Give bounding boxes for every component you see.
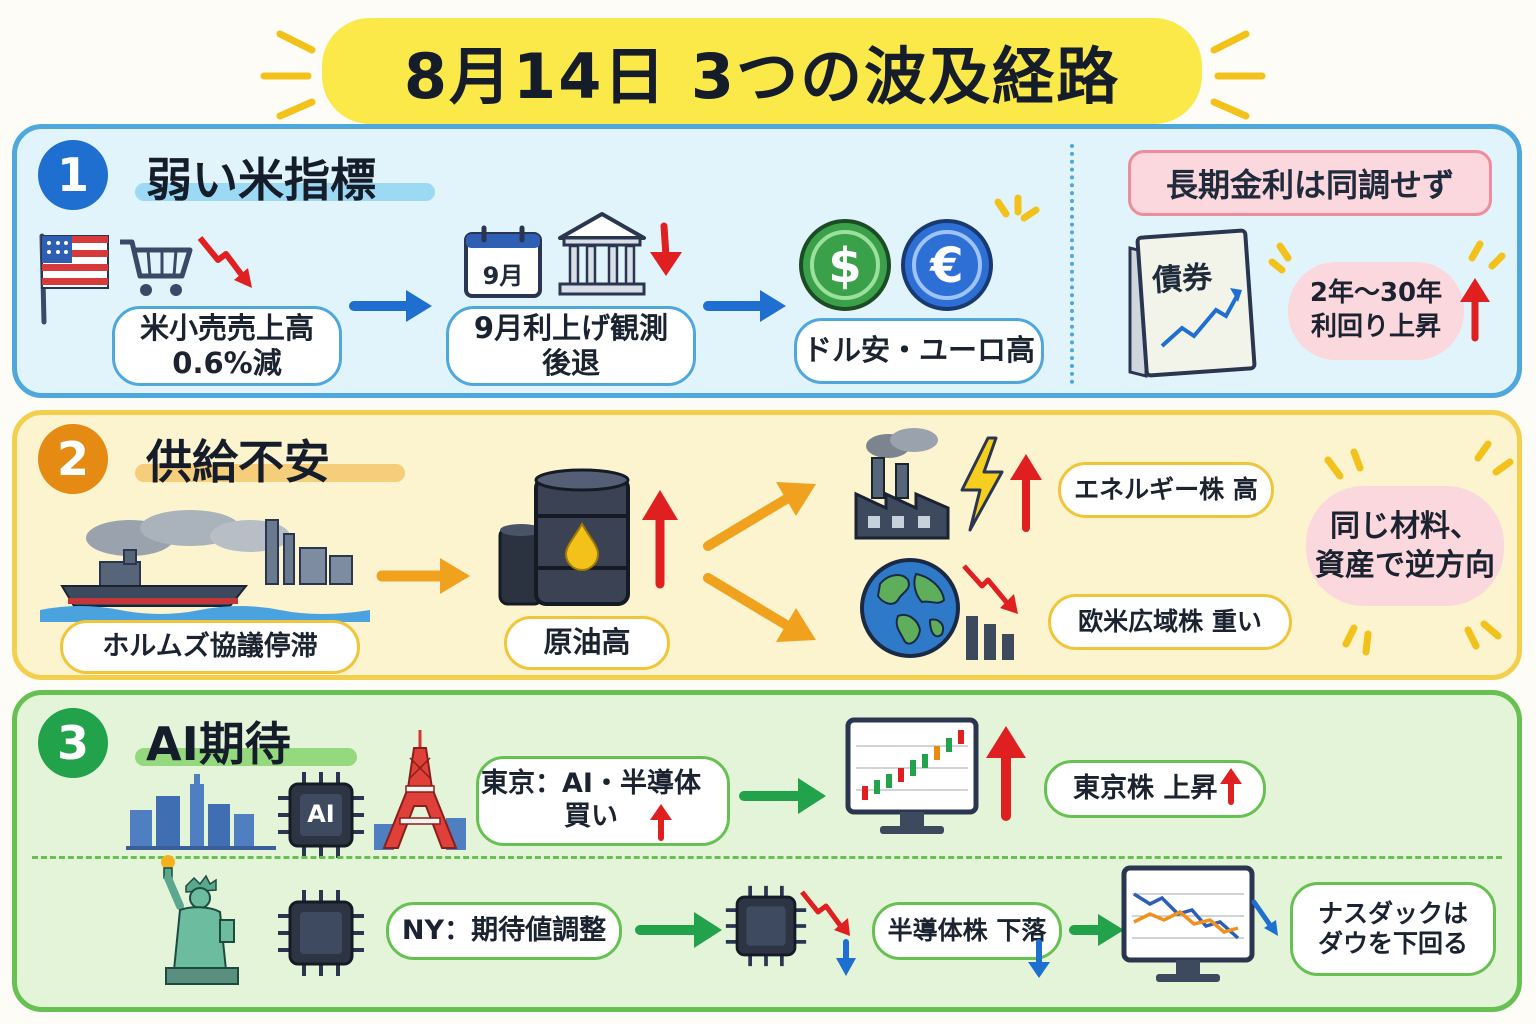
title-banner: 8月14日 3つの波及経路: [322, 18, 1202, 124]
route-1-heading: 弱い米指標: [146, 153, 376, 207]
shopping-cart-icon: [120, 239, 193, 296]
side-note-title: 長期金利は同調せず: [1128, 150, 1492, 216]
step-label: 9月利上げ観測 後退: [446, 306, 696, 386]
chip-text: AI: [307, 800, 335, 828]
heading-highlight: [135, 183, 435, 201]
heading-highlight: [135, 464, 405, 482]
flow-arrow: [376, 558, 470, 594]
branch-label: エネルギー株 高: [1058, 462, 1274, 518]
calendar-icon: [464, 225, 542, 298]
flow-arrow: [1069, 914, 1124, 946]
chip-icon: [278, 890, 364, 976]
factory-icon: [854, 428, 950, 540]
down-arrow-icon: [1028, 939, 1050, 978]
step-label: ホルムズ協議停滞: [60, 620, 360, 674]
step-label: ナスダックは ダウを下回る: [1290, 882, 1496, 976]
route-3-number: 3: [38, 708, 108, 778]
falling-bars-icon: [962, 564, 1018, 660]
tanker-ship-icon: [40, 510, 370, 622]
divider: [1070, 144, 1074, 384]
cloud-sparkle: [1268, 240, 1506, 274]
tokyo-tower-icon: [374, 730, 466, 850]
route-1-number: 1: [38, 140, 108, 210]
flow-arrow: [703, 290, 786, 322]
falling-chart-monitor-icon: [1121, 865, 1278, 982]
step-label: 東京：AI・半導体 買い: [476, 756, 730, 846]
flow-arrow: [349, 290, 432, 322]
globe-icon: [860, 558, 960, 658]
lightning-icon: [960, 436, 1004, 532]
down-arrow-icon: [650, 222, 682, 276]
flow-arrow: [635, 912, 722, 948]
ai-chip-icon: [278, 772, 364, 858]
step-label: 米小売売上高 0.6%減: [112, 306, 342, 386]
bank-icon: [558, 212, 646, 296]
route-2-number: 2: [38, 424, 108, 494]
step-label: ドル安・ユーロ高: [794, 318, 1044, 384]
step-label: 原油高: [504, 616, 670, 670]
branch-label: 欧米広域株 重い: [1048, 594, 1292, 650]
divider: [32, 856, 1502, 859]
cloud-sparkle: [1324, 440, 1514, 656]
euro-coin-icon: €: [901, 219, 993, 311]
up-arrow-icon: [986, 726, 1026, 821]
route-3-heading: AI期待: [146, 717, 291, 771]
calendar-text: 9月: [482, 262, 524, 290]
branch-arrow-up: [703, 482, 816, 551]
chip-icon: [725, 885, 807, 967]
down-trend-arrow-icon: [197, 236, 252, 288]
coin-sparkle: [994, 194, 1040, 222]
up-arrow-icon: [1010, 454, 1042, 532]
route-2-heading: 供給不安: [146, 435, 330, 489]
up-arrow-icon: [642, 490, 678, 589]
tokyo-skyline-icon: [126, 774, 276, 850]
step-label: 東京株 上昇: [1044, 760, 1266, 818]
bond-book-text: 債券: [1151, 259, 1214, 300]
page-title: 8月14日 3つの波及経路: [403, 40, 1121, 113]
oil-barrel-icon: [498, 468, 630, 606]
side-note-cloud: 同じ材料、 資産で逆方向: [1306, 486, 1504, 606]
up-arrow-icon: [1460, 278, 1490, 342]
flow-arrow: [739, 778, 826, 814]
branch-arrow-down: [703, 573, 816, 642]
svg-text:$: $: [828, 238, 861, 294]
side-note-cloud: 2年〜30年 利回り上昇: [1288, 262, 1464, 360]
svg-text:€: €: [929, 238, 963, 294]
title-burst-left: [260, 30, 316, 120]
us-flag-icon: [39, 233, 109, 325]
heading-highlight: [135, 748, 357, 766]
title-burst-right: [1210, 30, 1266, 120]
rising-chart-monitor-icon: [845, 717, 979, 834]
dollar-coin-icon: $: [799, 219, 891, 311]
step-label: NY：期待値調整: [386, 902, 622, 960]
up-arrow-icon: [650, 804, 672, 841]
up-arrow-icon: [1220, 768, 1242, 805]
bond-book-icon: [1128, 228, 1257, 378]
down-trend-arrow-icon: [800, 890, 856, 976]
statue-of-liberty-icon: [161, 855, 239, 985]
step-label: 半導体株 下落: [872, 902, 1062, 960]
